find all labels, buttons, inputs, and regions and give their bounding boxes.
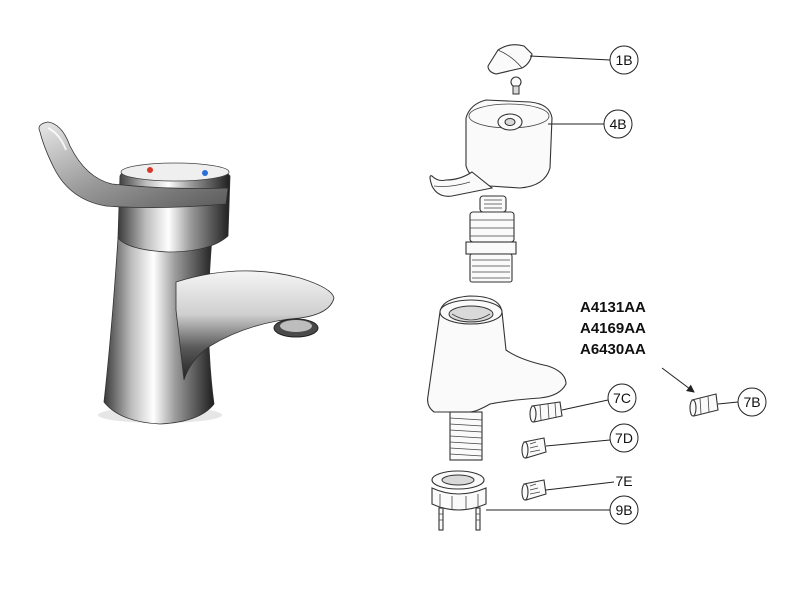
svg-text:1B: 1B (615, 52, 632, 68)
callout-7D: 7D (609, 423, 639, 453)
part-aerator-7B (689, 393, 719, 417)
callout-1B: 1B (609, 45, 639, 75)
callout-7C: 7C (607, 383, 637, 413)
part-cap-1B (487, 44, 533, 95)
product-codes: A4131AA A4169AA A6430AA (580, 299, 646, 358)
svg-text:7C: 7C (613, 390, 631, 406)
product-code-1: A4131AA (580, 299, 646, 316)
svg-text:7D: 7D (615, 430, 633, 446)
callout-7B: 7B (737, 387, 767, 417)
product-code-3: A6430AA (580, 341, 646, 358)
cold-indicator-icon (202, 170, 208, 176)
part-aerator-7D (521, 437, 547, 459)
part-aerator-7C (529, 401, 563, 423)
part-tap-body (427, 295, 567, 461)
part-lever-4B (429, 99, 553, 197)
product-code-2: A4169AA (580, 320, 646, 337)
callout-9B: 9B (609, 495, 639, 525)
leader-lines (486, 55, 739, 511)
part-fixing-kit-9B (431, 470, 487, 531)
part-aerator-7E (521, 479, 547, 501)
tap-photo (38, 121, 335, 425)
svg-text:4B: 4B (609, 116, 626, 132)
part-cartridge (465, 195, 517, 283)
svg-text:7B: 7B (743, 394, 760, 410)
arrow-right-down-icon (661, 367, 695, 393)
svg-text:7E: 7E (615, 473, 632, 489)
hot-indicator-icon (147, 167, 153, 173)
svg-text:9B: 9B (615, 502, 632, 518)
callout-7E: 7E (615, 473, 632, 489)
callout-4B: 4B (603, 109, 633, 139)
